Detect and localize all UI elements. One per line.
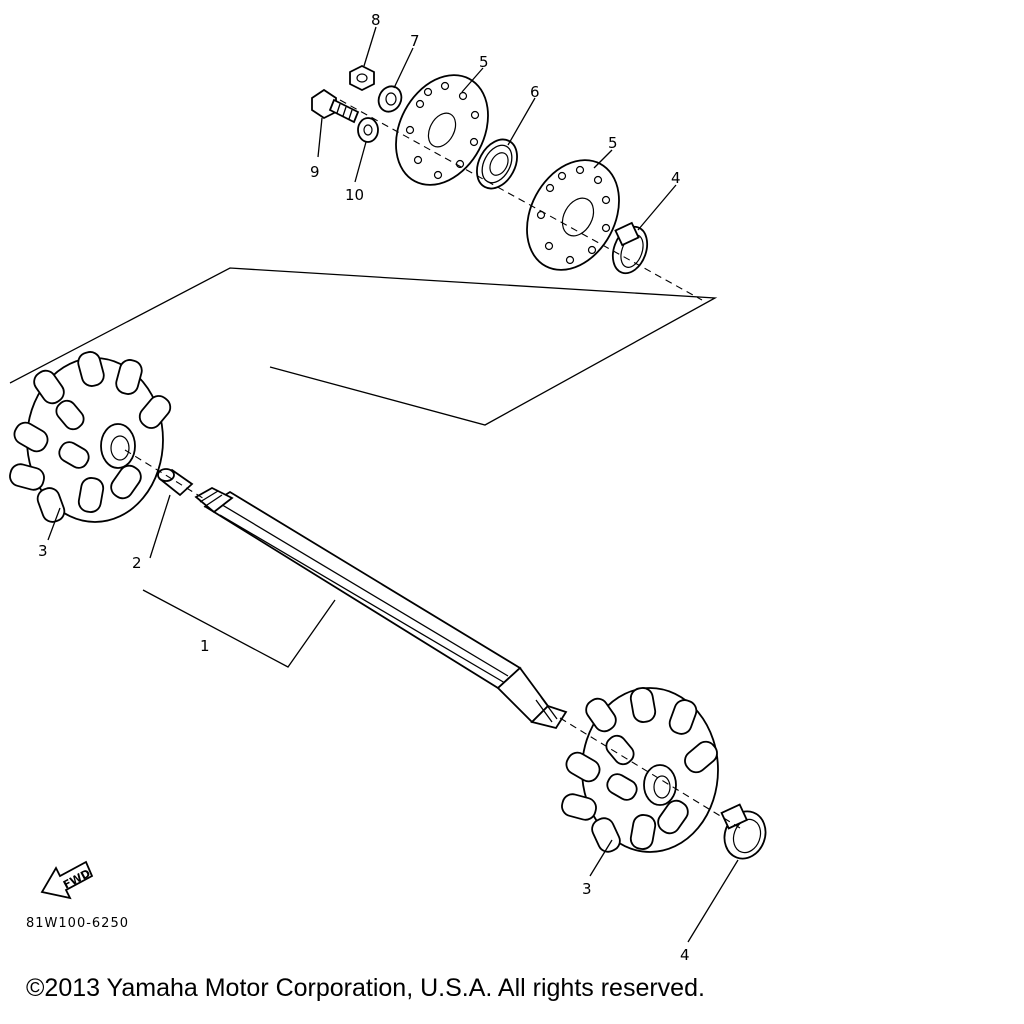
bearing-plate-upper — [395, 74, 489, 186]
bearing-plate-lower — [526, 159, 620, 271]
callout-5-lower: 5 — [608, 134, 618, 152]
callout-4-lower: 4 — [680, 946, 690, 964]
axis-left — [124, 449, 207, 501]
copyright-notice: ©2013 Yamaha Motor Corporation, U.S.A. A… — [26, 974, 705, 1002]
reference-code: 81W100-6250 — [26, 916, 129, 931]
callout-8: 8 — [371, 11, 381, 29]
bearing — [476, 138, 518, 190]
shaft-bracket — [142, 589, 336, 668]
callout-3-right: 3 — [582, 880, 592, 898]
washer — [377, 85, 403, 113]
callout-6: 6 — [530, 83, 540, 101]
callout-4-upper: 4 — [671, 169, 681, 187]
lock-washer — [357, 117, 379, 143]
nut — [349, 64, 375, 92]
callout-7: 7 — [410, 32, 420, 50]
collar — [157, 468, 194, 497]
callout-5-upper: 5 — [479, 53, 489, 71]
leader-lines — [47, 26, 739, 943]
sprocket-right — [561, 687, 719, 853]
callout-2: 2 — [132, 554, 142, 572]
clamp-lower — [720, 803, 767, 860]
forward-arrow-icon: FWD — [40, 860, 94, 900]
callout-10: 10 — [345, 186, 364, 204]
axis-upper — [339, 99, 703, 301]
drive-shaft — [194, 486, 568, 730]
bolt — [311, 88, 360, 124]
callout-3-left: 3 — [38, 542, 48, 560]
clamp-upper — [611, 221, 649, 275]
sprocket-left — [9, 351, 172, 523]
callout-9: 9 — [310, 163, 320, 181]
assembly-bracket-outline — [9, 267, 718, 426]
callout-1: 1 — [200, 637, 210, 655]
